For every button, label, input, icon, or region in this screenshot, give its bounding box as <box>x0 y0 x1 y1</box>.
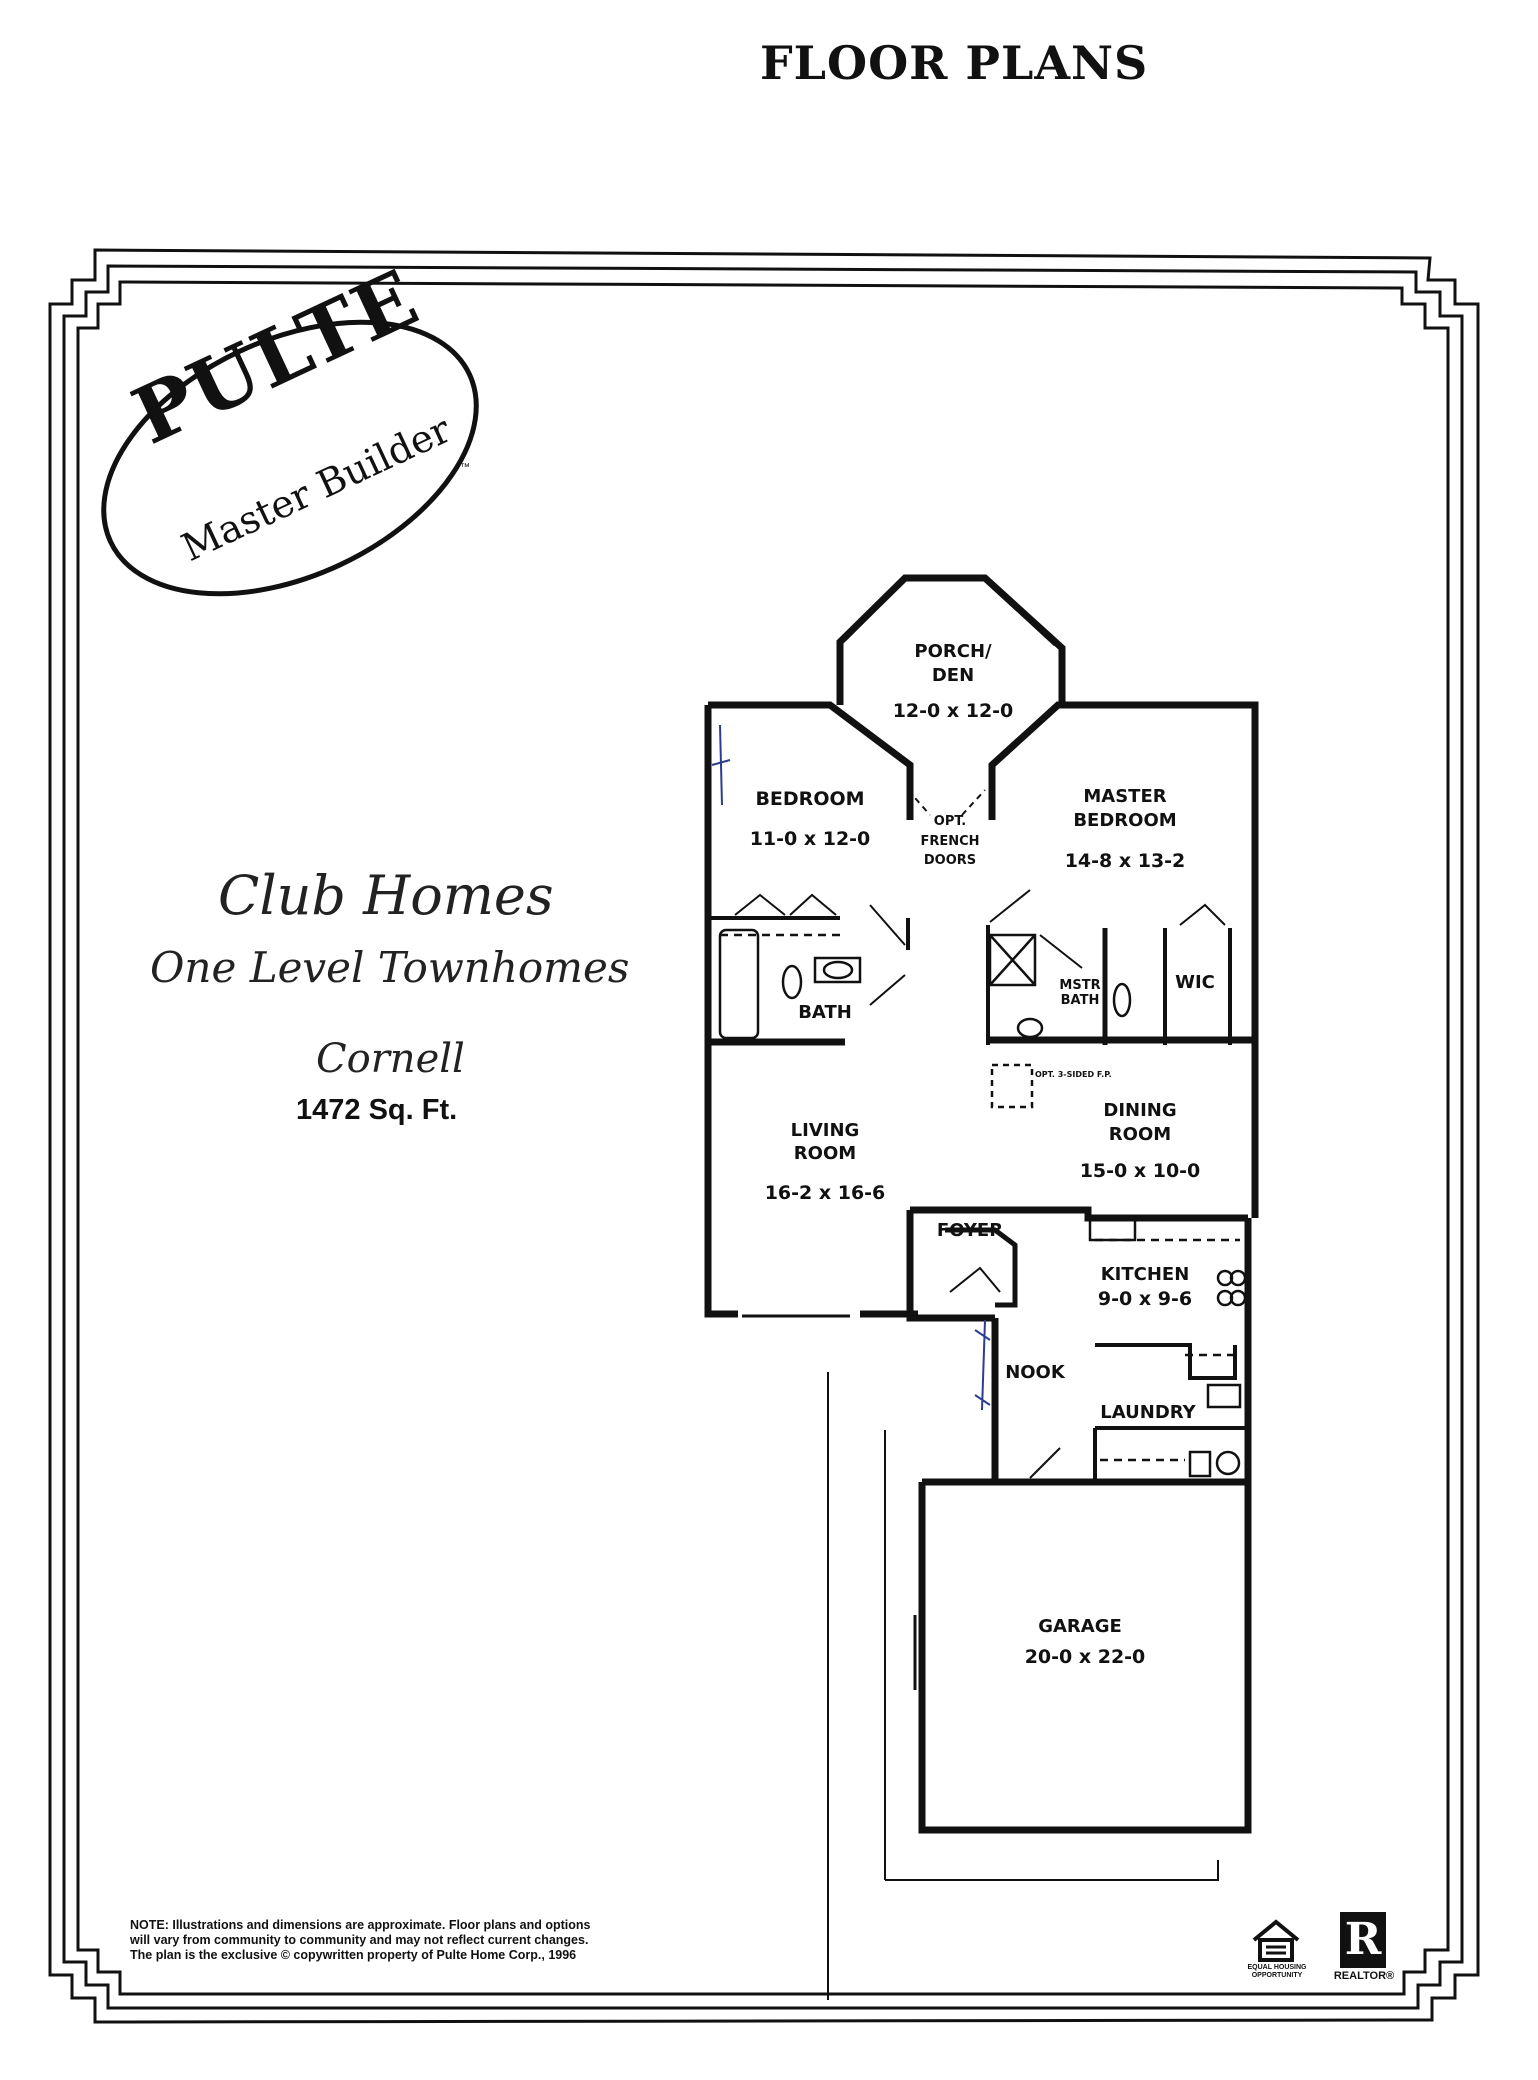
room-nook-name: NOOK <box>1005 1362 1065 1383</box>
room-living-size: 16-2 x 16-6 <box>764 1182 886 1204</box>
room-porch-name2: DEN <box>931 665 975 686</box>
realtor-text: REALTOR® <box>1333 1970 1395 1982</box>
room-garage-name: GARAGE <box>1038 1616 1122 1637</box>
room-garage-size: 20-0 x 22-0 <box>1024 1646 1146 1668</box>
door-swings <box>734 789 1226 1479</box>
room-bedroom-size: 11-0 x 12-0 <box>749 828 871 850</box>
room-wic-name: WIC <box>1175 972 1215 993</box>
room-porch-size: 12-0 x 12-0 <box>892 700 1014 722</box>
disclaimer-line-2: will vary from community to community an… <box>130 1933 589 1947</box>
room-kitchen-name: KITCHEN <box>1100 1264 1190 1285</box>
room-foyer-name: FOYER <box>936 1220 1004 1241</box>
exterior-walks <box>827 1372 1219 2000</box>
disclaimer-line-3: The plan is the exclusive © copywritten … <box>130 1948 577 1962</box>
room-bath-name: BATH <box>798 1002 852 1023</box>
model-line1: Club Homes <box>218 864 554 927</box>
room-master-name2: BEDROOM <box>1073 810 1177 831</box>
room-porch-name1: PORCH/ <box>914 641 992 662</box>
disclaimer-line-1: NOTE: Illustrations and dimensions are a… <box>130 1918 591 1932</box>
realtor-logo <box>1340 1912 1386 1968</box>
pen-annotation <box>711 724 991 1411</box>
room-french-doors-1: OPT. <box>933 814 967 829</box>
room-french-doors-3: DOORS <box>923 853 977 868</box>
logo-tm: ™ <box>460 462 470 473</box>
room-dining-name1: DINING <box>1103 1100 1177 1121</box>
room-kitchen-size: 9-0 x 9-6 <box>1097 1288 1193 1310</box>
room-bedroom-name: BEDROOM <box>755 788 865 810</box>
room-master-size: 14-8 x 13-2 <box>1064 850 1186 872</box>
realtor-mark: R <box>1344 1914 1382 1965</box>
windows <box>742 583 1200 1690</box>
room-dining-name2: ROOM <box>1108 1124 1172 1145</box>
model-name: Cornell <box>316 1036 465 1082</box>
room-mstr-bath-2: BATH <box>1060 993 1100 1008</box>
room-living-name1: LIVING <box>790 1120 860 1141</box>
room-french-doors-2: FRENCH <box>920 834 980 849</box>
room-mstr-bath-1: MSTR <box>1059 978 1101 993</box>
room-dining-size: 15-0 x 10-0 <box>1079 1160 1201 1182</box>
room-master-name1: MASTER <box>1083 786 1167 807</box>
disclaimer-note: NOTE: Illustrations and dimensions are a… <box>130 1918 730 1963</box>
decorative-frame <box>48 248 1480 2024</box>
room-laundry-name: LAUNDRY <box>1100 1402 1196 1423</box>
model-line2: One Level Townhomes <box>150 943 630 992</box>
model-area: 1472 Sq. Ft. <box>296 1094 458 1126</box>
floor-plan-walls <box>704 574 1259 1834</box>
room-living-name2: ROOM <box>793 1143 857 1164</box>
equal-housing-logo <box>1252 1919 1300 1962</box>
equal-housing-text: EQUAL HOUSING OPPORTUNITY <box>1247 1964 1307 1979</box>
pulte-logo <box>101 319 479 597</box>
page-title: FLOOR PLANS <box>760 36 1149 90</box>
room-fireplace-label: OPT. 3-SIDED F.P. <box>1035 1070 1112 1079</box>
fixtures <box>718 928 1247 1478</box>
